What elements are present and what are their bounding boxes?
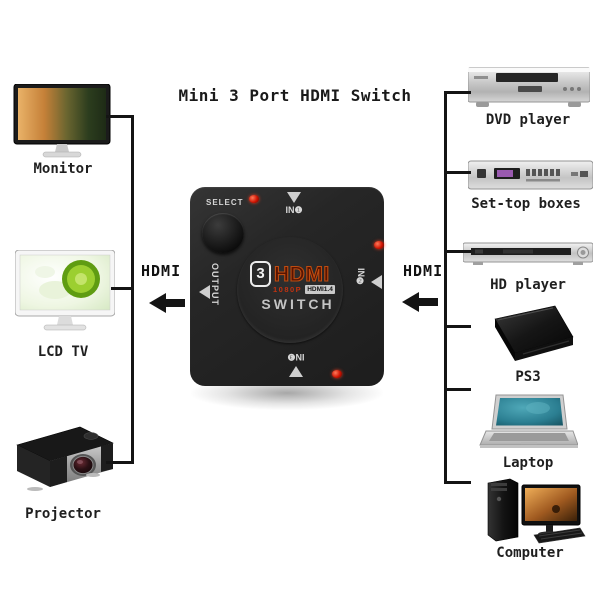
ps3-label: PS3	[515, 369, 541, 385]
in2-port-label: IN❷	[356, 268, 366, 287]
set-top-boxes-label: Set-top boxes	[471, 196, 581, 212]
select-button	[202, 213, 244, 253]
left-hdmi-label: HDMI	[141, 262, 182, 280]
logo-brand-text: HDMI	[273, 262, 330, 286]
laptop-connector	[444, 388, 471, 391]
in1-arrow-icon	[287, 192, 301, 203]
projector-connector	[106, 461, 134, 464]
in1-port-label: IN❶	[285, 205, 303, 215]
dvd-player-connector	[444, 91, 471, 94]
computer-connector	[444, 481, 471, 484]
computer-image	[476, 473, 588, 545]
dvd-player-label: DVD player	[485, 112, 571, 128]
monitor-label: Monitor	[33, 161, 93, 177]
right-hdmi-label: HDMI	[403, 262, 444, 280]
laptop-image	[476, 394, 579, 454]
in2-arrow-icon	[371, 275, 382, 289]
ps3-connector	[444, 325, 471, 328]
in3-led-icon	[332, 370, 342, 378]
set-top-boxes-image	[467, 158, 594, 194]
in3-arrow-icon	[289, 366, 303, 377]
projector-image	[5, 415, 123, 503]
output-arrow-icon	[199, 285, 210, 299]
logo-version-badge: HDMI1.4	[305, 285, 335, 294]
hd-player-connector	[444, 250, 471, 253]
right-bus-line	[444, 91, 447, 484]
switch-logo: 3 HDMI 1080P HDMI1.4 SWITCH	[250, 261, 346, 312]
hd-player-label: HD player	[490, 277, 566, 293]
hd-player-image	[462, 240, 594, 268]
lcd-tv-connector	[111, 287, 134, 290]
select-label: SELECT	[206, 198, 244, 207]
logo-resolution-text: 1080P	[273, 285, 303, 294]
in2-led-icon	[374, 241, 384, 249]
output-port-label: OUTPUT	[210, 263, 220, 306]
ps3-image	[483, 303, 581, 365]
logo-product-text: SWITCH	[261, 296, 335, 312]
left-arrow-icon	[149, 293, 187, 313]
monitor-connector	[106, 115, 134, 118]
projector-label: Projector	[25, 506, 101, 522]
monitor-image	[12, 83, 112, 162]
lcd-tv-label: LCD TV	[37, 344, 89, 360]
computer-label: Computer	[496, 545, 564, 561]
select-led-icon	[249, 195, 259, 203]
page-title: Mini 3 Port HDMI Switch	[178, 86, 412, 105]
left-bus-line	[131, 116, 134, 464]
right-arrow-icon	[402, 292, 440, 312]
in3-port-label: IN❸	[287, 352, 305, 362]
dvd-player-image	[467, 64, 591, 112]
laptop-label: Laptop	[502, 455, 554, 471]
lcd-tv-image	[14, 249, 116, 338]
logo-number-badge: 3	[250, 261, 271, 287]
set-top-boxes-connector	[444, 171, 471, 174]
